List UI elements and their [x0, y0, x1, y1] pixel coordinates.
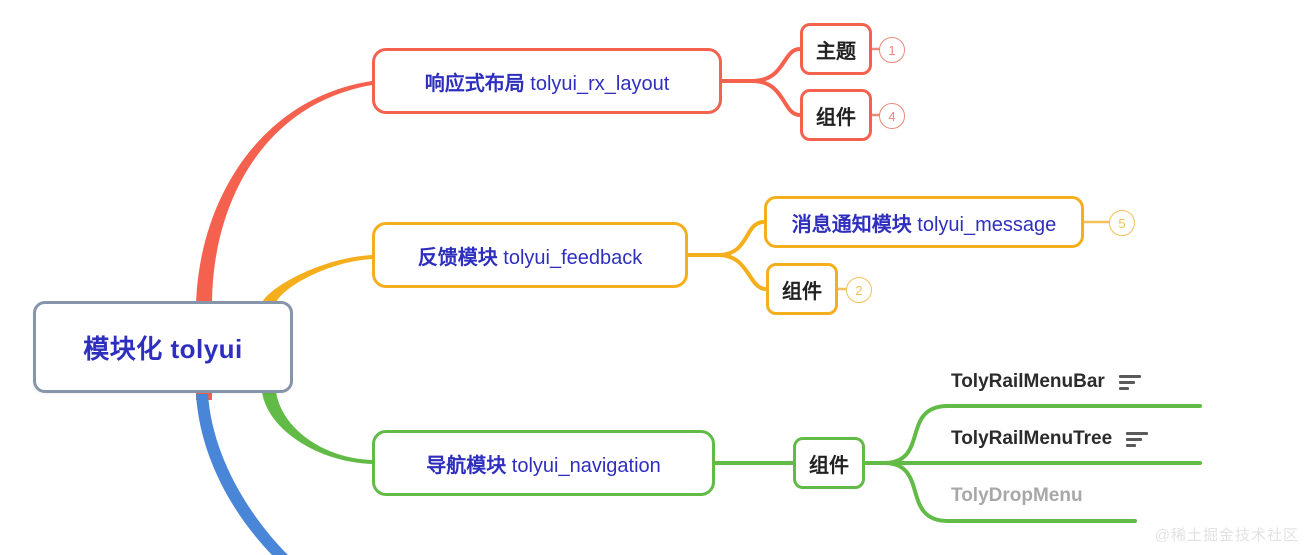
link-fb-to-message — [716, 220, 766, 257]
link-rx-to-theme — [750, 47, 802, 83]
node-navigation[interactable]: 导航模块 tolyui_navigation — [372, 430, 715, 496]
badge-theme: 1 — [879, 37, 905, 63]
leaf-toly-drop-menu[interactable]: TolyDropMenu — [951, 485, 1083, 507]
node-components-feedback-label: 组件 — [782, 280, 822, 303]
badge-components-feedback: 2 — [846, 277, 872, 303]
node-feedback-en: tolyui_feedback — [503, 246, 643, 269]
node-theme[interactable]: 主题 — [800, 23, 872, 75]
node-components-navigation-label: 组件 — [809, 454, 849, 477]
root-node[interactable]: 模块化 tolyui — [33, 301, 293, 393]
leaf-toly-rail-menu-tree-label: TolyRailMenuTree — [951, 428, 1113, 449]
node-feedback-cn: 反馈模块 — [417, 246, 498, 269]
node-theme-label: 主题 — [816, 40, 856, 63]
node-rx-layout-cn: 响应式布局 — [424, 72, 525, 95]
link-root-rxlayout — [196, 81, 372, 305]
node-navigation-cn: 导航模块 — [426, 454, 507, 477]
node-rx-layout[interactable]: 响应式布局 tolyui_rx_layout — [372, 48, 722, 114]
node-components-rx-label: 组件 — [816, 106, 856, 129]
link-rx-to-components — [750, 79, 802, 117]
node-rx-layout-en: tolyui_rx_layout — [530, 72, 670, 95]
badge-message: 5 — [1109, 210, 1135, 236]
node-message[interactable]: 消息通知模块 tolyui_message — [764, 196, 1084, 248]
node-components-rx[interactable]: 组件 — [800, 89, 872, 141]
node-message-cn: 消息通知模块 — [791, 213, 912, 236]
node-navigation-en: tolyui_navigation — [511, 454, 661, 477]
link-comp-to-bar — [882, 404, 950, 465]
link-root-navigation — [262, 392, 372, 464]
leaf-toly-drop-menu-label: TolyDropMenu — [951, 485, 1083, 506]
leaf-toly-rail-menu-bar[interactable]: TolyRailMenuBar — [951, 371, 1141, 393]
leaf-toly-rail-menu-bar-label: TolyRailMenuBar — [951, 371, 1105, 392]
node-components-navigation[interactable]: 组件 — [793, 437, 865, 489]
watermark: @稀土掘金技术社区 — [1154, 527, 1299, 544]
link-root-feedback — [262, 255, 372, 303]
link-comp-to-drop — [882, 461, 950, 523]
node-message-en: tolyui_message — [917, 213, 1057, 236]
root-node-label: 模块化 tolyui — [83, 333, 243, 364]
node-components-feedback[interactable]: 组件 — [766, 263, 838, 315]
leaf-toly-rail-menu-tree[interactable]: TolyRailMenuTree — [951, 428, 1149, 450]
link-root-blue-offscreen — [196, 394, 288, 555]
link-fb-to-components — [716, 253, 768, 291]
list-icon — [1126, 431, 1149, 447]
badge-components-rx: 4 — [879, 103, 905, 129]
list-icon — [1118, 374, 1141, 390]
node-feedback[interactable]: 反馈模块 tolyui_feedback — [372, 222, 688, 288]
